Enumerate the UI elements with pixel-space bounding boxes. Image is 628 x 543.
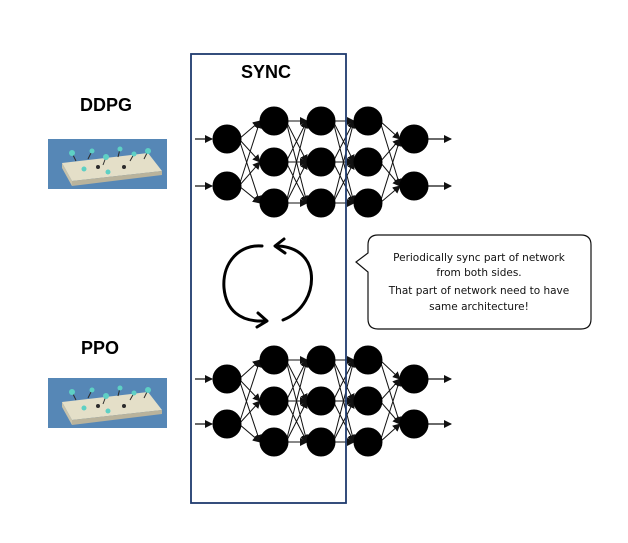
ddpg-connection	[285, 120, 310, 204]
ddpg-connection	[379, 120, 401, 140]
ddpg-neuron	[259, 106, 289, 136]
ppo-neuron	[259, 427, 289, 457]
sync-cycle-icon	[222, 237, 313, 329]
ppo-neuron	[399, 364, 429, 394]
ddpg-connection	[379, 138, 402, 204]
ddpg-connection	[238, 161, 261, 187]
ppo-connection	[379, 378, 402, 443]
callout-line-1: Periodically sync part of network	[393, 252, 566, 264]
callout-line-4: same architecture!	[429, 301, 529, 313]
ddpg-environment-image	[48, 139, 167, 189]
callout-bubble	[355, 234, 592, 330]
ddpg-connection	[379, 185, 401, 204]
ddpg-neuron	[306, 106, 336, 136]
ppo-neuron	[306, 427, 336, 457]
ppo-label: PPO	[81, 338, 120, 358]
ddpg-connection	[238, 185, 261, 204]
ddpg-neuron	[399, 171, 429, 201]
ddpg-neuron	[353, 106, 383, 136]
ppo-connection	[238, 378, 261, 402]
ppo-connection	[238, 359, 262, 425]
ppo-connection	[332, 359, 357, 443]
ddpg-connection	[379, 138, 401, 163]
ppo-connection	[285, 400, 308, 443]
sync-region-box	[190, 53, 347, 504]
ddpg-connection	[238, 138, 261, 163]
ddpg-neuron	[306, 147, 336, 177]
ppo-neuron	[399, 409, 429, 439]
ddpg-connection	[238, 120, 262, 187]
sync-label: SYNC	[241, 62, 292, 82]
ddpg-connection	[238, 138, 262, 204]
ddpg-connection	[379, 120, 402, 187]
ppo-neuron	[212, 409, 242, 439]
ddpg-neuron	[259, 188, 289, 218]
ppo-connection	[379, 359, 402, 425]
ppo-neuron	[306, 345, 336, 375]
ppo-connection	[238, 423, 261, 443]
ppo-connection	[285, 359, 310, 443]
ddpg-neuron	[399, 124, 429, 154]
ppo-network	[195, 345, 452, 457]
ddpg-connection	[285, 161, 308, 204]
ppo-neuron	[259, 345, 289, 375]
ppo-neuron	[259, 386, 289, 416]
ddpg-neuron	[353, 147, 383, 177]
ddpg-neuron	[212, 124, 242, 154]
callout-line-2: from both sides.	[436, 267, 521, 279]
ddpg-neuron	[353, 188, 383, 218]
ddpg-neuron	[212, 171, 242, 201]
ddpg-neuron	[259, 147, 289, 177]
ppo-neuron	[353, 427, 383, 457]
ppo-connection	[238, 378, 262, 443]
ppo-connection	[379, 359, 401, 380]
callout-line-3: That part of network need to have	[388, 285, 569, 297]
ppo-neuron	[353, 345, 383, 375]
ppo-neuron	[353, 386, 383, 416]
ppo-neuron	[306, 386, 336, 416]
ddpg-label: DDPG	[80, 95, 133, 115]
ddpg-connection	[379, 161, 401, 187]
ddpg-neuron	[306, 188, 336, 218]
ppo-connection	[379, 400, 401, 425]
ddpg-connection	[332, 120, 357, 204]
ppo-environment-image	[48, 378, 167, 428]
ddpg-connection	[332, 161, 355, 204]
ppo-connection	[238, 400, 261, 425]
ppo-connection	[379, 423, 401, 443]
ddpg-network	[195, 106, 452, 218]
ppo-neuron	[212, 364, 242, 394]
ppo-connection	[332, 400, 355, 443]
